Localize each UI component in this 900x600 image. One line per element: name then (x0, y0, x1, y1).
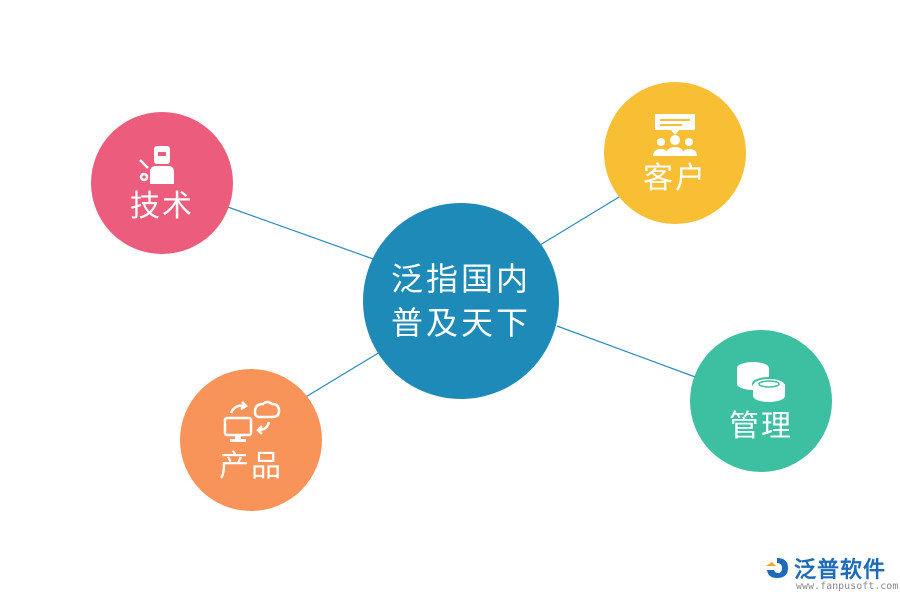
node-tech-label: 技术 (130, 189, 194, 224)
node-product-label: 产品 (219, 449, 283, 484)
node-customer: 客户 (604, 82, 746, 224)
node-management: 管理 (690, 330, 832, 472)
center-label-line2: 普及天下 (390, 304, 531, 342)
node-product: 产品 (180, 369, 322, 511)
customer-group-icon (653, 114, 697, 156)
logo-name: 泛普软件 (794, 558, 887, 583)
welder-icon (139, 146, 174, 184)
computer-cloud-sync-icon (223, 400, 281, 442)
connector-customer (539, 193, 625, 246)
fanpu-logo-icon (766, 558, 788, 578)
connector-management (556, 325, 699, 379)
node-management-label: 管理 (729, 409, 793, 444)
connector-tech (224, 205, 377, 261)
center-node: 泛指国内 普及天下 (363, 203, 559, 399)
node-tech: 技术 (91, 112, 233, 254)
brand-logo: 泛普软件 www.fanpusoft.com (764, 552, 898, 596)
coins-icon (737, 362, 786, 402)
connector-product (303, 351, 381, 399)
logo-url: www.fanpusoft.com (796, 581, 899, 592)
node-customer-label: 客户 (643, 161, 707, 196)
center-label-line1: 泛指国内 (390, 260, 531, 298)
